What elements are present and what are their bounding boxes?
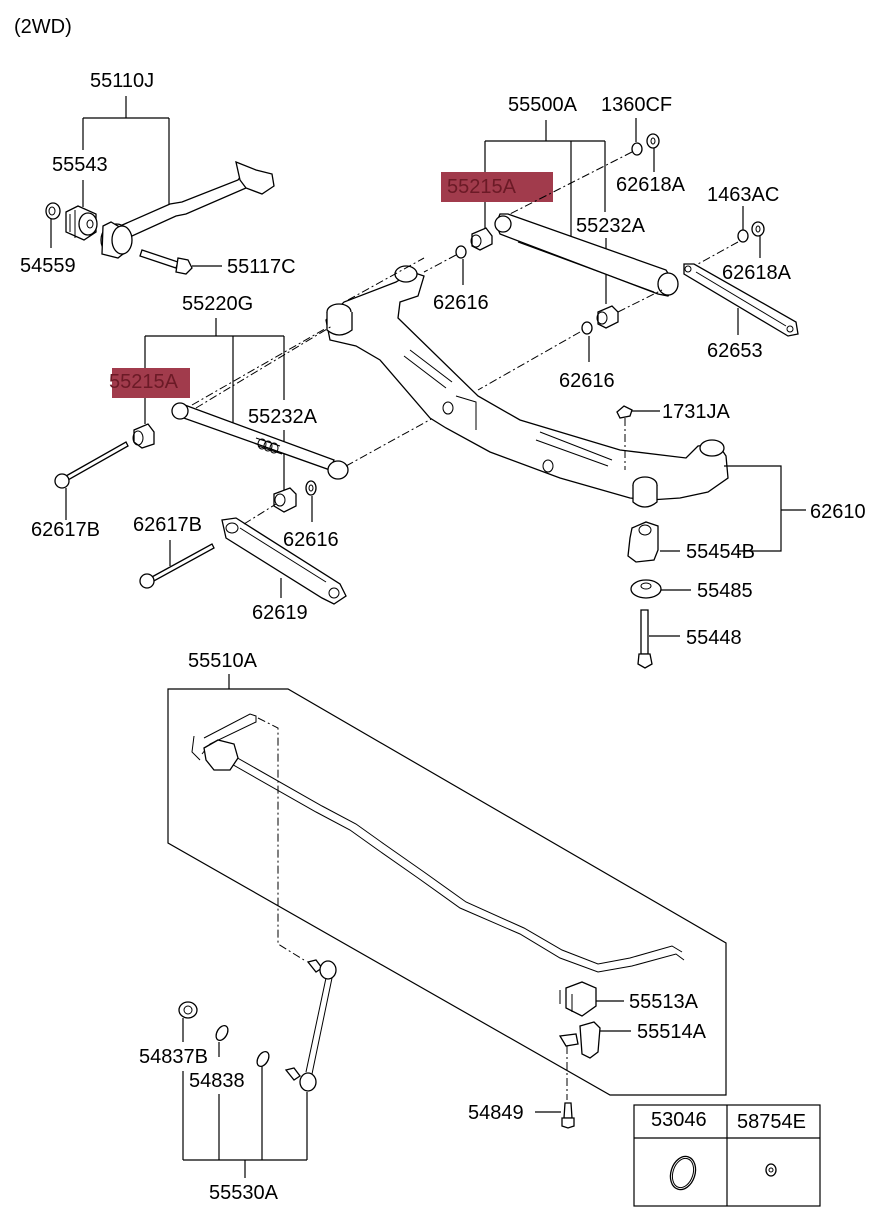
label-55232A-right[interactable]: 55232A xyxy=(576,215,646,237)
bushing-55454B-icon xyxy=(627,521,659,563)
bolt-62617B-icon xyxy=(54,441,129,489)
nut-icon xyxy=(765,1163,777,1177)
label-55513A[interactable]: 55513A xyxy=(629,991,699,1013)
legend-table: 53046 58754E xyxy=(633,1104,821,1207)
stabilizer-kit-outline xyxy=(167,688,727,1096)
label-55485[interactable]: 55485 xyxy=(697,580,753,602)
bolt-55117C-icon xyxy=(139,249,193,275)
label-62610[interactable]: 62610 xyxy=(810,501,866,523)
label-62616-b[interactable]: 62616 xyxy=(559,370,615,392)
clip-1731JA-icon xyxy=(616,405,633,419)
label-55117C[interactable]: 55117C xyxy=(227,256,296,278)
label-62617B-right[interactable]: 62617B xyxy=(133,514,202,536)
lower-arm-55220G-icon xyxy=(171,402,349,480)
label-54838[interactable]: 54838 xyxy=(189,1070,245,1092)
stabilizer-bar-55510A-icon xyxy=(191,713,685,973)
washer-62616-left-icon xyxy=(305,480,317,496)
label-62619[interactable]: 62619 xyxy=(252,602,308,624)
highlight-box-55215A-right xyxy=(441,172,553,202)
label-54559[interactable]: 54559 xyxy=(20,255,76,277)
stabilizer-link-55530A-icon xyxy=(284,959,337,1092)
label-54837B[interactable]: 54837B xyxy=(139,1046,208,1068)
label-55448[interactable]: 55448 xyxy=(686,627,742,649)
ring-54838-b-icon xyxy=(256,1050,270,1068)
bracket-55514A-icon xyxy=(558,1021,601,1059)
label-55500A[interactable]: 55500A xyxy=(508,94,578,116)
label-1360CF[interactable]: 1360CF xyxy=(601,94,672,116)
bushing-55543-icon xyxy=(65,205,98,241)
label-1463AC[interactable]: 1463AC xyxy=(707,184,779,206)
label-55220G[interactable]: 55220G xyxy=(182,293,253,315)
stabilizer-link-group: 54837B 54838 55530A xyxy=(139,959,337,1204)
label-62616-left[interactable]: 62616 xyxy=(283,529,339,551)
label-54849[interactable]: 54849 xyxy=(468,1102,524,1124)
label-55510A[interactable]: 55510A xyxy=(188,650,258,672)
upper-arm-55500A-icon xyxy=(494,213,679,297)
bushing-55232A-right-icon xyxy=(596,305,619,329)
nut-1360CF-icon xyxy=(631,142,643,156)
label-62618A-top[interactable]: 62618A xyxy=(616,174,686,196)
bushing-55513A-icon xyxy=(559,981,597,1017)
stabilizer-group: 55510A 55513A 55514A xyxy=(167,650,727,1129)
washer-62616-a-icon xyxy=(455,245,467,259)
label-62653[interactable]: 62653 xyxy=(707,340,763,362)
ring-54838-a-icon xyxy=(215,1024,229,1042)
legend-header-53046[interactable]: 53046 xyxy=(651,1109,707,1131)
bushing-55232A-left-icon xyxy=(273,487,297,513)
trailing-arm-55110J-icon xyxy=(100,160,275,259)
crossmember-62610-icon xyxy=(325,265,729,508)
o-ring-icon xyxy=(669,1155,697,1191)
label-55454B[interactable]: 55454B xyxy=(686,541,755,563)
label-55215A-right[interactable]: 55215A xyxy=(447,176,517,198)
bolt-54849-icon xyxy=(561,1102,575,1129)
bushing-55215A-icon xyxy=(132,423,155,449)
bolt-55448-icon xyxy=(637,609,653,669)
label-62616-a[interactable]: 62616 xyxy=(433,292,489,314)
bushing-55215A-right-icon xyxy=(470,227,493,251)
trailing-arm-group: 55110J 55543 54559 xyxy=(20,70,296,278)
highlight-box-55215A-left xyxy=(112,368,190,398)
link-62653-icon xyxy=(683,263,799,337)
label-55530A[interactable]: 55530A xyxy=(209,1182,279,1204)
bolt-62617B-second-icon xyxy=(139,543,215,589)
washer-55485-icon xyxy=(630,579,662,599)
label-55543[interactable]: 55543 xyxy=(52,154,108,176)
label-55110J[interactable]: 55110J xyxy=(90,70,154,92)
washer-54559-icon xyxy=(45,202,61,220)
label-62618A-bottom[interactable]: 62618A xyxy=(722,262,792,284)
label-55514A[interactable]: 55514A xyxy=(637,1021,707,1043)
lower-arm-group: 55220G 55215A 55232A 62617B xyxy=(31,293,445,624)
diagram-title: (2WD) xyxy=(14,16,72,38)
label-1731JA[interactable]: 1731JA xyxy=(662,401,730,423)
legend-header-58754E[interactable]: 58754E xyxy=(737,1111,806,1133)
label-55215A-left[interactable]: 55215A xyxy=(109,371,179,393)
nut-1463AC-icon xyxy=(737,229,749,243)
link-62619-icon xyxy=(221,517,347,605)
label-55232A-left[interactable]: 55232A xyxy=(248,406,318,428)
seal-54837B-icon xyxy=(178,1001,198,1019)
nut-62618A-b-icon xyxy=(751,221,765,237)
label-62617B-left[interactable]: 62617B xyxy=(31,519,100,541)
upper-arm-group: 55500A 55215A 1360CF 62618A 55232A xyxy=(423,94,799,392)
crossmember-group: 1731JA 62610 55454B 55485 55448 xyxy=(195,257,866,669)
washer-62616-b-icon xyxy=(581,321,593,335)
nut-62618A-icon xyxy=(646,133,660,149)
